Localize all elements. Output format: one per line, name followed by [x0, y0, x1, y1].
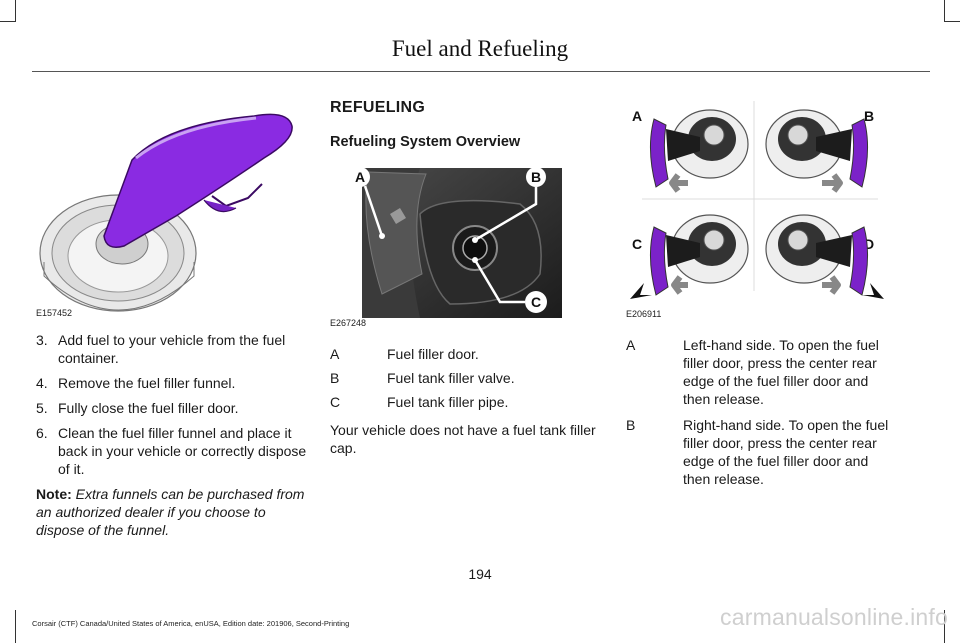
left-column: E157452 3.Add fuel to your vehicle from … [36, 96, 308, 539]
list-item: 5.Fully close the fuel filler door. [36, 400, 239, 416]
figure-code: E206911 [626, 309, 661, 319]
note-text: Extra funnels can be purchased from an a… [36, 486, 305, 538]
crop-mark [944, 21, 960, 22]
crop-mark [944, 610, 945, 643]
crop-mark [15, 610, 16, 643]
list-item: 3.Add fuel to your vehicle from the fuel… [36, 332, 286, 366]
list-item: 4.Remove the fuel filler funnel. [36, 375, 236, 391]
section-title: REFUELING [330, 99, 426, 116]
footer-text: Corsair (CTF) Canada/United States of Am… [32, 619, 350, 628]
figure-code: E267248 [330, 318, 366, 328]
refuel-steps-list: 3.Add fuel to your vehicle from the fuel… [36, 331, 308, 478]
fuel-funnel-illustration: E157452 [36, 113, 293, 318]
subsection-title: Refueling System Overview [330, 134, 521, 150]
callout-label: C [632, 236, 642, 252]
fuel-door-panel-b [765, 109, 869, 193]
note: Note: Extra funnels can be purchased fro… [36, 485, 308, 539]
fuel-door-panel-d [765, 214, 884, 299]
middle-column: REFUELING Refueling System Overview A B … [330, 99, 602, 457]
right-column: A B C D [626, 99, 898, 494]
figure-code: E157452 [36, 308, 72, 318]
header-divider [32, 71, 930, 72]
page-header-title: Fuel and Refueling [391, 36, 569, 61]
fuel-door-opening-diagram: A B C D [626, 101, 884, 319]
list-item: 6.Clean the fuel filler funnel and place… [36, 425, 307, 477]
refueling-system-photo: A B C E267248 [330, 167, 562, 328]
fuel-door-panel-c [630, 214, 749, 299]
page-number: 194 [468, 566, 492, 582]
crop-mark [0, 21, 16, 22]
callout-label: B [531, 169, 541, 185]
note-label: Note: [36, 486, 72, 502]
callout-label: A [355, 169, 365, 185]
callout-label: C [531, 294, 541, 310]
callout-label: B [864, 108, 874, 124]
callout-label: D [864, 236, 874, 252]
crop-mark [944, 0, 945, 22]
crop-mark [15, 0, 16, 22]
watermark: carmanualsonline.info [720, 604, 948, 630]
fuel-door-panel-a [649, 109, 749, 193]
callout-label: A [632, 108, 642, 124]
no-cap-paragraph: Your vehicle does not have a fuel tank f… [330, 422, 596, 456]
